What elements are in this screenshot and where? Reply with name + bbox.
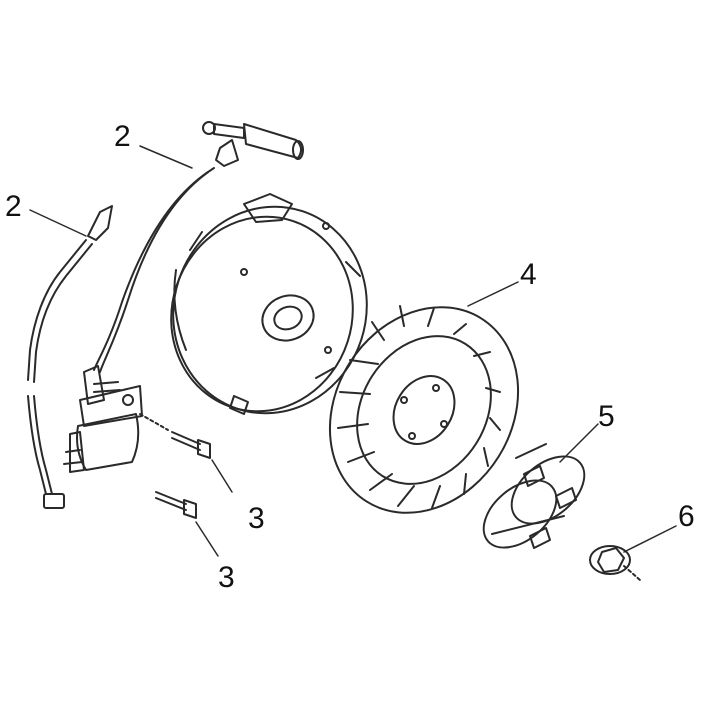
callout-5: 5 bbox=[598, 400, 615, 433]
callout-3-lower: 3 bbox=[218, 561, 235, 594]
callout-6: 6 bbox=[678, 500, 695, 533]
leader-3-lower bbox=[195, 521, 219, 557]
flywheel-fan bbox=[328, 305, 520, 514]
callout-3-upper: 3 bbox=[248, 502, 265, 535]
ignition-coil bbox=[63, 365, 143, 473]
callout-2-upper: 2 bbox=[114, 120, 131, 153]
ground-wire bbox=[27, 205, 113, 509]
leader-6 bbox=[623, 525, 677, 553]
mounting-bolt-upper bbox=[139, 413, 211, 459]
callout-4: 4 bbox=[520, 258, 537, 291]
flange-nut bbox=[589, 545, 641, 581]
leader-4 bbox=[467, 281, 519, 307]
ignition-lead-wire bbox=[93, 167, 215, 373]
leader-3-upper bbox=[211, 459, 233, 493]
stator-housing bbox=[170, 193, 368, 415]
leader-2-upper bbox=[139, 145, 193, 169]
spark-plug-cap bbox=[202, 121, 304, 167]
mounting-bolt-lower bbox=[155, 491, 197, 519]
callout-2-left: 2 bbox=[5, 190, 22, 223]
leader-lines bbox=[29, 145, 677, 557]
starter-cup bbox=[482, 443, 586, 549]
leader-5 bbox=[559, 423, 599, 463]
leader-2-left bbox=[29, 209, 87, 237]
